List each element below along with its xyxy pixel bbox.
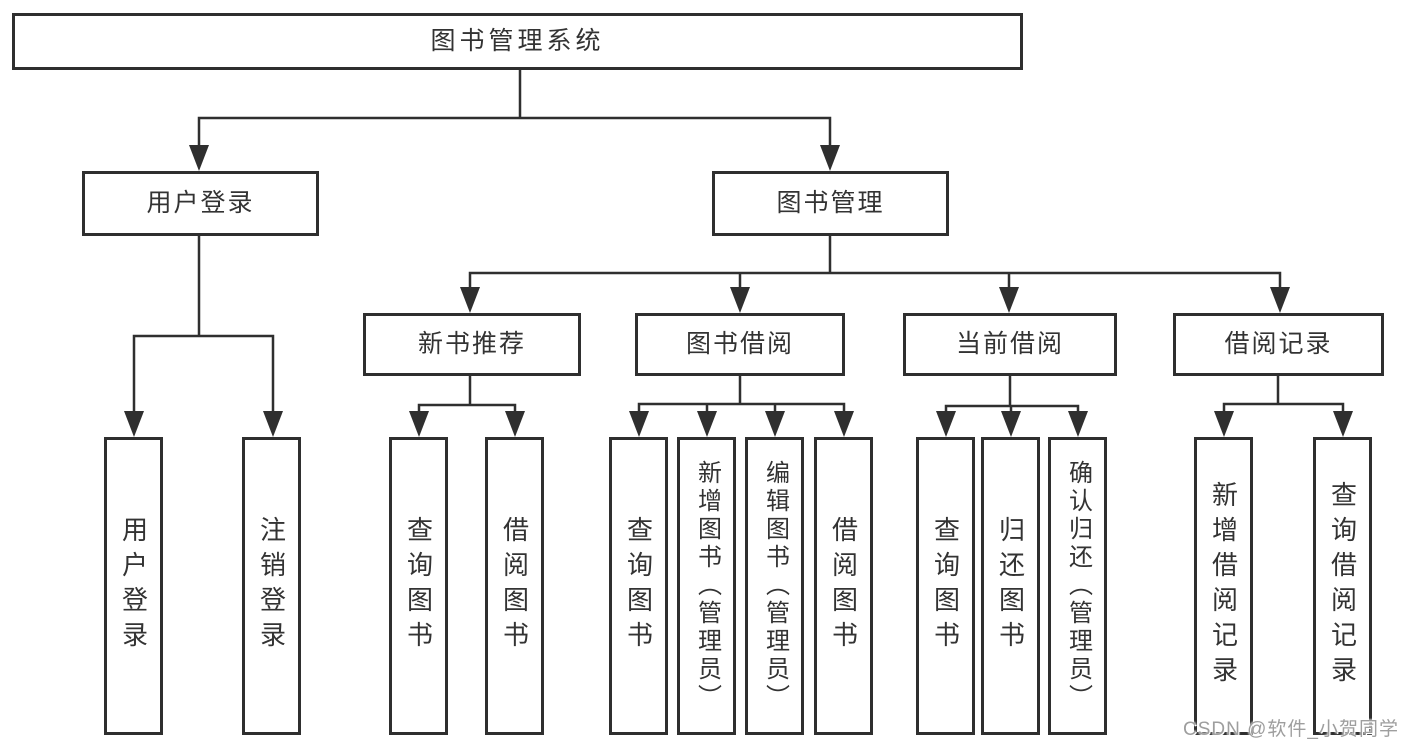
node-borrow-records-label: 借阅记录: [1224, 330, 1333, 358]
node-user-login: 用户登录: [82, 171, 319, 236]
leaf-confirm-return-admin-label: 确认归还（管理员）: [1064, 460, 1092, 712]
leaf-confirm-return-admin: 确认归还（管理员）: [1048, 437, 1107, 735]
connector-current-borrow-children: [944, 374, 1080, 415]
leaf-query-book-recommend-label: 查询图书: [403, 516, 434, 656]
node-user-login-label: 用户登录: [146, 189, 255, 217]
node-new-book-recommend-label: 新书推荐: [417, 330, 526, 358]
arrowheads-current-borrow-children: [936, 411, 1088, 437]
node-book-management: 图书管理: [712, 171, 949, 236]
leaf-edit-book-admin-label: 编辑图书（管理员）: [761, 460, 789, 712]
leaf-return-book-label: 归还图书: [995, 516, 1026, 656]
leaf-borrow-book-recommend: 借阅图书: [485, 437, 544, 735]
connector-user-login-children: [132, 234, 275, 415]
arrowheads-level3: [460, 287, 1290, 313]
leaf-borrow-book: 借阅图书: [814, 437, 873, 735]
leaf-add-book-admin: 新增图书（管理员）: [677, 437, 736, 735]
watermark: CSDN @软件_小贺同学: [1183, 719, 1399, 740]
node-root-label: 图书管理系统: [430, 27, 605, 55]
leaf-query-borrow-record: 查询借阅记录: [1313, 437, 1372, 735]
connector-borrow-records-children: [1222, 374, 1345, 415]
leaf-query-book-recommend: 查询图书: [389, 437, 448, 735]
node-book-borrow-label: 图书借阅: [685, 330, 794, 358]
leaf-user-login-label: 用户登录: [118, 516, 149, 656]
leaf-add-book-admin-label: 新增图书（管理员）: [693, 460, 721, 712]
arrowheads-new-book-children: [409, 411, 525, 437]
leaf-logout-label: 注销登录: [256, 516, 287, 656]
leaf-add-borrow-record: 新增借阅记录: [1194, 437, 1253, 735]
leaf-return-book: 归还图书: [981, 437, 1040, 735]
leaf-query-borrow-record-label: 查询借阅记录: [1327, 481, 1358, 691]
arrowheads-user-login-children: [124, 411, 283, 437]
connector-book-borrow-children: [637, 374, 846, 415]
leaf-logout: 注销登录: [242, 437, 301, 735]
node-current-borrow-label: 当前借阅: [955, 330, 1064, 358]
node-book-borrow: 图书借阅: [635, 313, 845, 376]
node-root: 图书管理系统: [12, 13, 1023, 70]
connector-root-to-level2: [197, 68, 832, 149]
connector-new-book-children: [417, 374, 517, 415]
arrowheads-book-borrow-children: [629, 411, 854, 437]
node-new-book-recommend: 新书推荐: [363, 313, 581, 376]
leaf-edit-book-admin: 编辑图书（管理员）: [745, 437, 804, 735]
arrowheads-root-to-level2: [189, 145, 840, 171]
leaf-query-book-current-label: 查询图书: [930, 516, 961, 656]
leaf-add-borrow-record-label: 新增借阅记录: [1208, 481, 1239, 691]
connector-book-management-to-level3: [468, 234, 1282, 291]
leaf-borrow-book-label: 借阅图书: [828, 516, 859, 656]
leaf-user-login: 用户登录: [104, 437, 163, 735]
leaf-query-book-borrow-label: 查询图书: [623, 516, 654, 656]
leaf-query-book-current: 查询图书: [916, 437, 975, 735]
arrowheads-borrow-records-children: [1214, 411, 1353, 437]
node-borrow-records: 借阅记录: [1173, 313, 1384, 376]
node-current-borrow: 当前借阅: [903, 313, 1117, 376]
node-book-management-label: 图书管理: [776, 189, 885, 217]
leaf-borrow-book-recommend-label: 借阅图书: [499, 516, 530, 656]
leaf-query-book-borrow: 查询图书: [609, 437, 668, 735]
